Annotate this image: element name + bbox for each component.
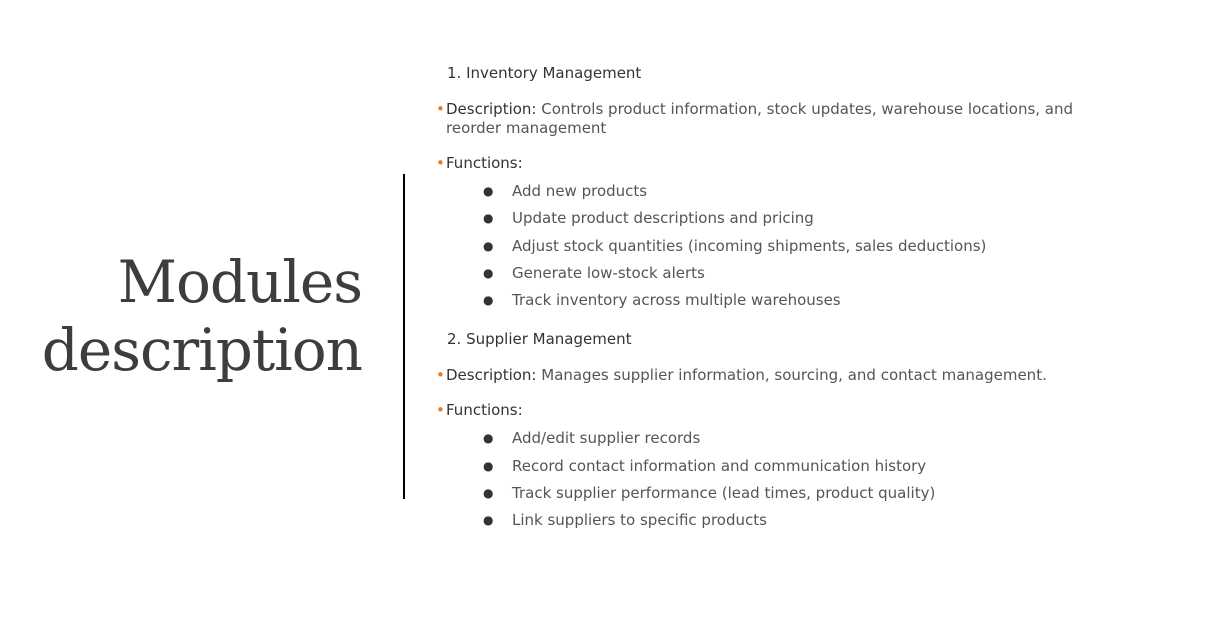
- description-label: Description:: [446, 100, 537, 118]
- description-paragraph: • Description: Controls product informat…: [436, 100, 1126, 138]
- bullet-icon: ●: [483, 238, 494, 253]
- list-item: ● Add new products: [436, 178, 1126, 205]
- module-section-supplier: 2. Supplier Management • Description: Ma…: [436, 328, 1126, 534]
- list-item: ● Update product descriptions and pricing: [436, 205, 1126, 232]
- module-section-inventory: 1. Inventory Management • Description: C…: [436, 62, 1126, 314]
- functions-label: Functions:: [446, 154, 523, 172]
- bullet-icon: ●: [483, 211, 494, 226]
- description-label: Description:: [446, 366, 537, 385]
- description-text: Controls product information, stock upda…: [446, 100, 1074, 137]
- description-paragraph: • Description: Manages supplier informat…: [436, 366, 1126, 385]
- list-item: ● Adjust stock quantities (incoming shipm…: [436, 233, 1126, 260]
- functions-list: ● Add new products ● Update product descri…: [436, 178, 1126, 314]
- slide-title-line-2: description: [41, 316, 363, 384]
- functions-paragraph: • Functions:: [436, 401, 1126, 420]
- bullet-icon: ●: [483, 486, 494, 501]
- slide-title-line-1: Modules: [117, 248, 363, 316]
- list-item-text: Generate low-stock alerts: [512, 263, 705, 282]
- description-text: Manages supplier information, sourcing, …: [536, 366, 1047, 385]
- bullet-icon: ●: [483, 458, 494, 473]
- bullet-icon: ●: [483, 431, 494, 446]
- bullet-icon: ●: [483, 184, 494, 198]
- bullet-dot-icon: •: [436, 401, 445, 420]
- list-item-text: Track inventory across multiple warehous…: [512, 291, 841, 310]
- functions-label: Functions:: [446, 401, 523, 420]
- list-item-text: Record contact information and communica…: [512, 456, 927, 475]
- list-item: ● Track inventory across multiple warehou…: [436, 287, 1126, 314]
- section-heading: 2. Supplier Management: [447, 330, 632, 349]
- slide-title: Modules description: [41, 248, 363, 384]
- list-item-text: Link suppliers to specific products: [512, 511, 767, 530]
- list-item: ● Generate low-stock alerts: [436, 260, 1126, 287]
- modules-content: 1. Inventory Management • Description: C…: [436, 62, 1126, 535]
- bullet-dot-icon: •: [436, 100, 445, 118]
- list-item-text: Adjust stock quantities (incoming shipme…: [512, 236, 987, 255]
- list-item: ● Record contact information and communic…: [436, 453, 1126, 480]
- vertical-divider: [403, 174, 405, 499]
- bullet-dot-icon: •: [436, 154, 445, 172]
- list-item: ● Add/edit supplier records: [436, 425, 1126, 452]
- bullet-icon: ●: [483, 265, 494, 280]
- list-item-text: Add new products: [512, 182, 648, 200]
- list-item: ● Track supplier performance (lead times,…: [436, 480, 1126, 507]
- list-item-text: Update product descriptions and pricing: [512, 209, 814, 228]
- list-item-text: Track supplier performance (lead times, …: [512, 484, 936, 503]
- bullet-icon: ●: [483, 513, 494, 528]
- bullet-icon: ●: [483, 293, 494, 308]
- bullet-dot-icon: •: [436, 366, 445, 385]
- list-item-text: Add/edit supplier records: [512, 429, 701, 448]
- list-item: ● Link suppliers to specific products: [436, 507, 1126, 534]
- functions-list: ● Add/edit supplier records ● Record conta…: [436, 425, 1126, 534]
- functions-paragraph: • Functions:: [436, 154, 1126, 173]
- section-heading: 1. Inventory Management: [447, 64, 642, 82]
